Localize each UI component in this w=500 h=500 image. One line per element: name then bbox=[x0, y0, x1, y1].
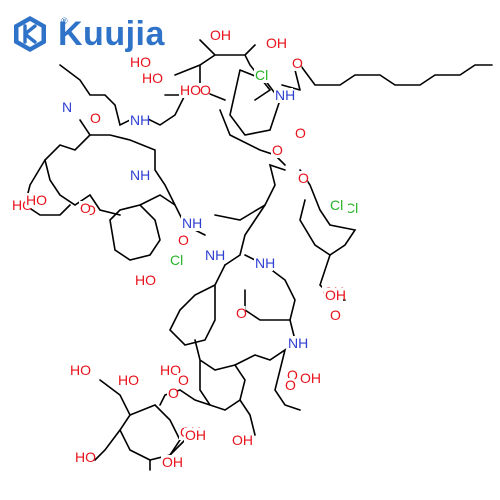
atom-label-19: O bbox=[178, 232, 189, 248]
atom-label-bg bbox=[61, 100, 72, 115]
atom-label-20: O bbox=[295, 125, 306, 141]
atom-label-43: OH bbox=[232, 432, 253, 448]
atom-label-bg bbox=[294, 126, 305, 141]
atom-label-23: Cl bbox=[255, 67, 268, 83]
atom-label-14: NH bbox=[130, 167, 150, 183]
atom-label-31: O bbox=[236, 305, 247, 321]
atom-label-bg bbox=[129, 55, 148, 70]
atom-label-18: NH bbox=[182, 215, 202, 231]
atom-label-bg bbox=[254, 68, 273, 83]
atom-label-bg bbox=[184, 428, 203, 443]
atom-label-bg bbox=[344, 201, 363, 216]
atom-label-32: O bbox=[330, 307, 341, 323]
atom-label-46: OH bbox=[162, 454, 183, 470]
atom-label-5: O bbox=[292, 55, 303, 71]
atom-label-bg bbox=[167, 386, 178, 401]
atom-label-1: OH bbox=[210, 27, 231, 43]
atom-label-bg bbox=[265, 36, 284, 51]
atom-label-15: O bbox=[272, 142, 283, 158]
atom-label-layer: HOOHOOHClONHHOONHHONHOONHOOClNHOOHOOClCl… bbox=[11, 27, 363, 470]
atom-label-bg bbox=[134, 273, 153, 288]
atom-label-bg bbox=[177, 233, 188, 248]
atom-label-bg bbox=[254, 256, 273, 271]
brand-name: Kuujia bbox=[58, 14, 165, 53]
atom-label-8: O bbox=[90, 110, 101, 126]
atom-label-bg bbox=[69, 363, 88, 378]
atom-label-21: HO bbox=[26, 192, 47, 208]
atom-label-bg bbox=[169, 253, 188, 268]
atom-label-35: O bbox=[178, 372, 189, 388]
atom-label-42: O bbox=[285, 377, 296, 393]
atom-label-41: HO bbox=[70, 362, 91, 378]
atom-label-37: OH bbox=[300, 370, 321, 386]
atom-label-30: OH bbox=[325, 287, 346, 303]
atom-label-bg bbox=[204, 248, 223, 263]
atom-label-bg bbox=[287, 336, 306, 351]
atom-label-17: Cl bbox=[345, 200, 358, 216]
atom-label-bg bbox=[89, 111, 100, 126]
atom-label-bg bbox=[329, 308, 340, 323]
atom-label-bg bbox=[209, 28, 228, 43]
atom-label-bg bbox=[324, 288, 343, 303]
atom-label-bg bbox=[271, 143, 282, 158]
atom-label-24: Cl bbox=[170, 252, 183, 268]
atom-label-bg bbox=[299, 371, 318, 386]
atom-label-bg bbox=[235, 306, 246, 321]
atom-label-bg bbox=[329, 198, 348, 213]
atom-label-38: HO bbox=[118, 372, 139, 388]
atom-label-11: N bbox=[62, 99, 72, 115]
atom-label-28: NH bbox=[205, 247, 225, 263]
atom-label-29: NH bbox=[255, 255, 275, 271]
atom-label-26: Cl bbox=[330, 197, 343, 213]
atom-label-0: HO bbox=[130, 54, 151, 70]
atom-label-bg bbox=[297, 171, 308, 186]
atom-label-bg bbox=[117, 373, 136, 388]
registered-mark: ® bbox=[61, 16, 68, 26]
atom-label-bg bbox=[79, 201, 90, 216]
atom-label-22: O bbox=[80, 200, 91, 216]
atom-label-bg bbox=[284, 378, 295, 393]
atom-label-25: HO bbox=[135, 272, 156, 288]
atom-label-3: OH bbox=[266, 35, 287, 51]
atom-label-bg bbox=[74, 450, 93, 465]
atom-label-16: O bbox=[298, 170, 309, 186]
atom-label-36: O bbox=[287, 367, 298, 383]
atom-label-bg bbox=[179, 83, 198, 98]
atom-label-13: O bbox=[85, 202, 96, 218]
atom-label-44: OH bbox=[185, 427, 206, 443]
atom-label-bg bbox=[286, 368, 297, 383]
atom-label-bg bbox=[177, 373, 188, 388]
atom-label-bg bbox=[181, 216, 200, 231]
brand-logo: ® Kuujia bbox=[10, 12, 165, 56]
atom-label-bg bbox=[274, 88, 293, 103]
atom-label-bg bbox=[25, 193, 44, 208]
atom-label-7: HO bbox=[142, 70, 163, 86]
kuujia-hexagon-icon bbox=[14, 16, 46, 52]
atom-label-bg bbox=[161, 455, 180, 470]
atom-label-33: HO bbox=[160, 362, 181, 378]
atom-label-10: HO bbox=[180, 82, 201, 98]
atom-label-bg bbox=[159, 363, 178, 378]
atom-label-bg bbox=[231, 433, 250, 448]
atom-label-34: NH bbox=[288, 335, 308, 351]
atom-label-bg bbox=[129, 168, 148, 183]
atom-label-2: O bbox=[200, 82, 211, 98]
atom-label-bg bbox=[199, 83, 210, 98]
atom-label-bg bbox=[129, 113, 148, 128]
atom-label-6: NH bbox=[275, 87, 295, 103]
atom-label-45: HO bbox=[75, 449, 96, 465]
atom-label-9: NH bbox=[130, 112, 150, 128]
atom-label-bg bbox=[291, 56, 302, 71]
atom-label-39: O bbox=[168, 385, 179, 401]
atom-label-bg bbox=[141, 71, 160, 86]
